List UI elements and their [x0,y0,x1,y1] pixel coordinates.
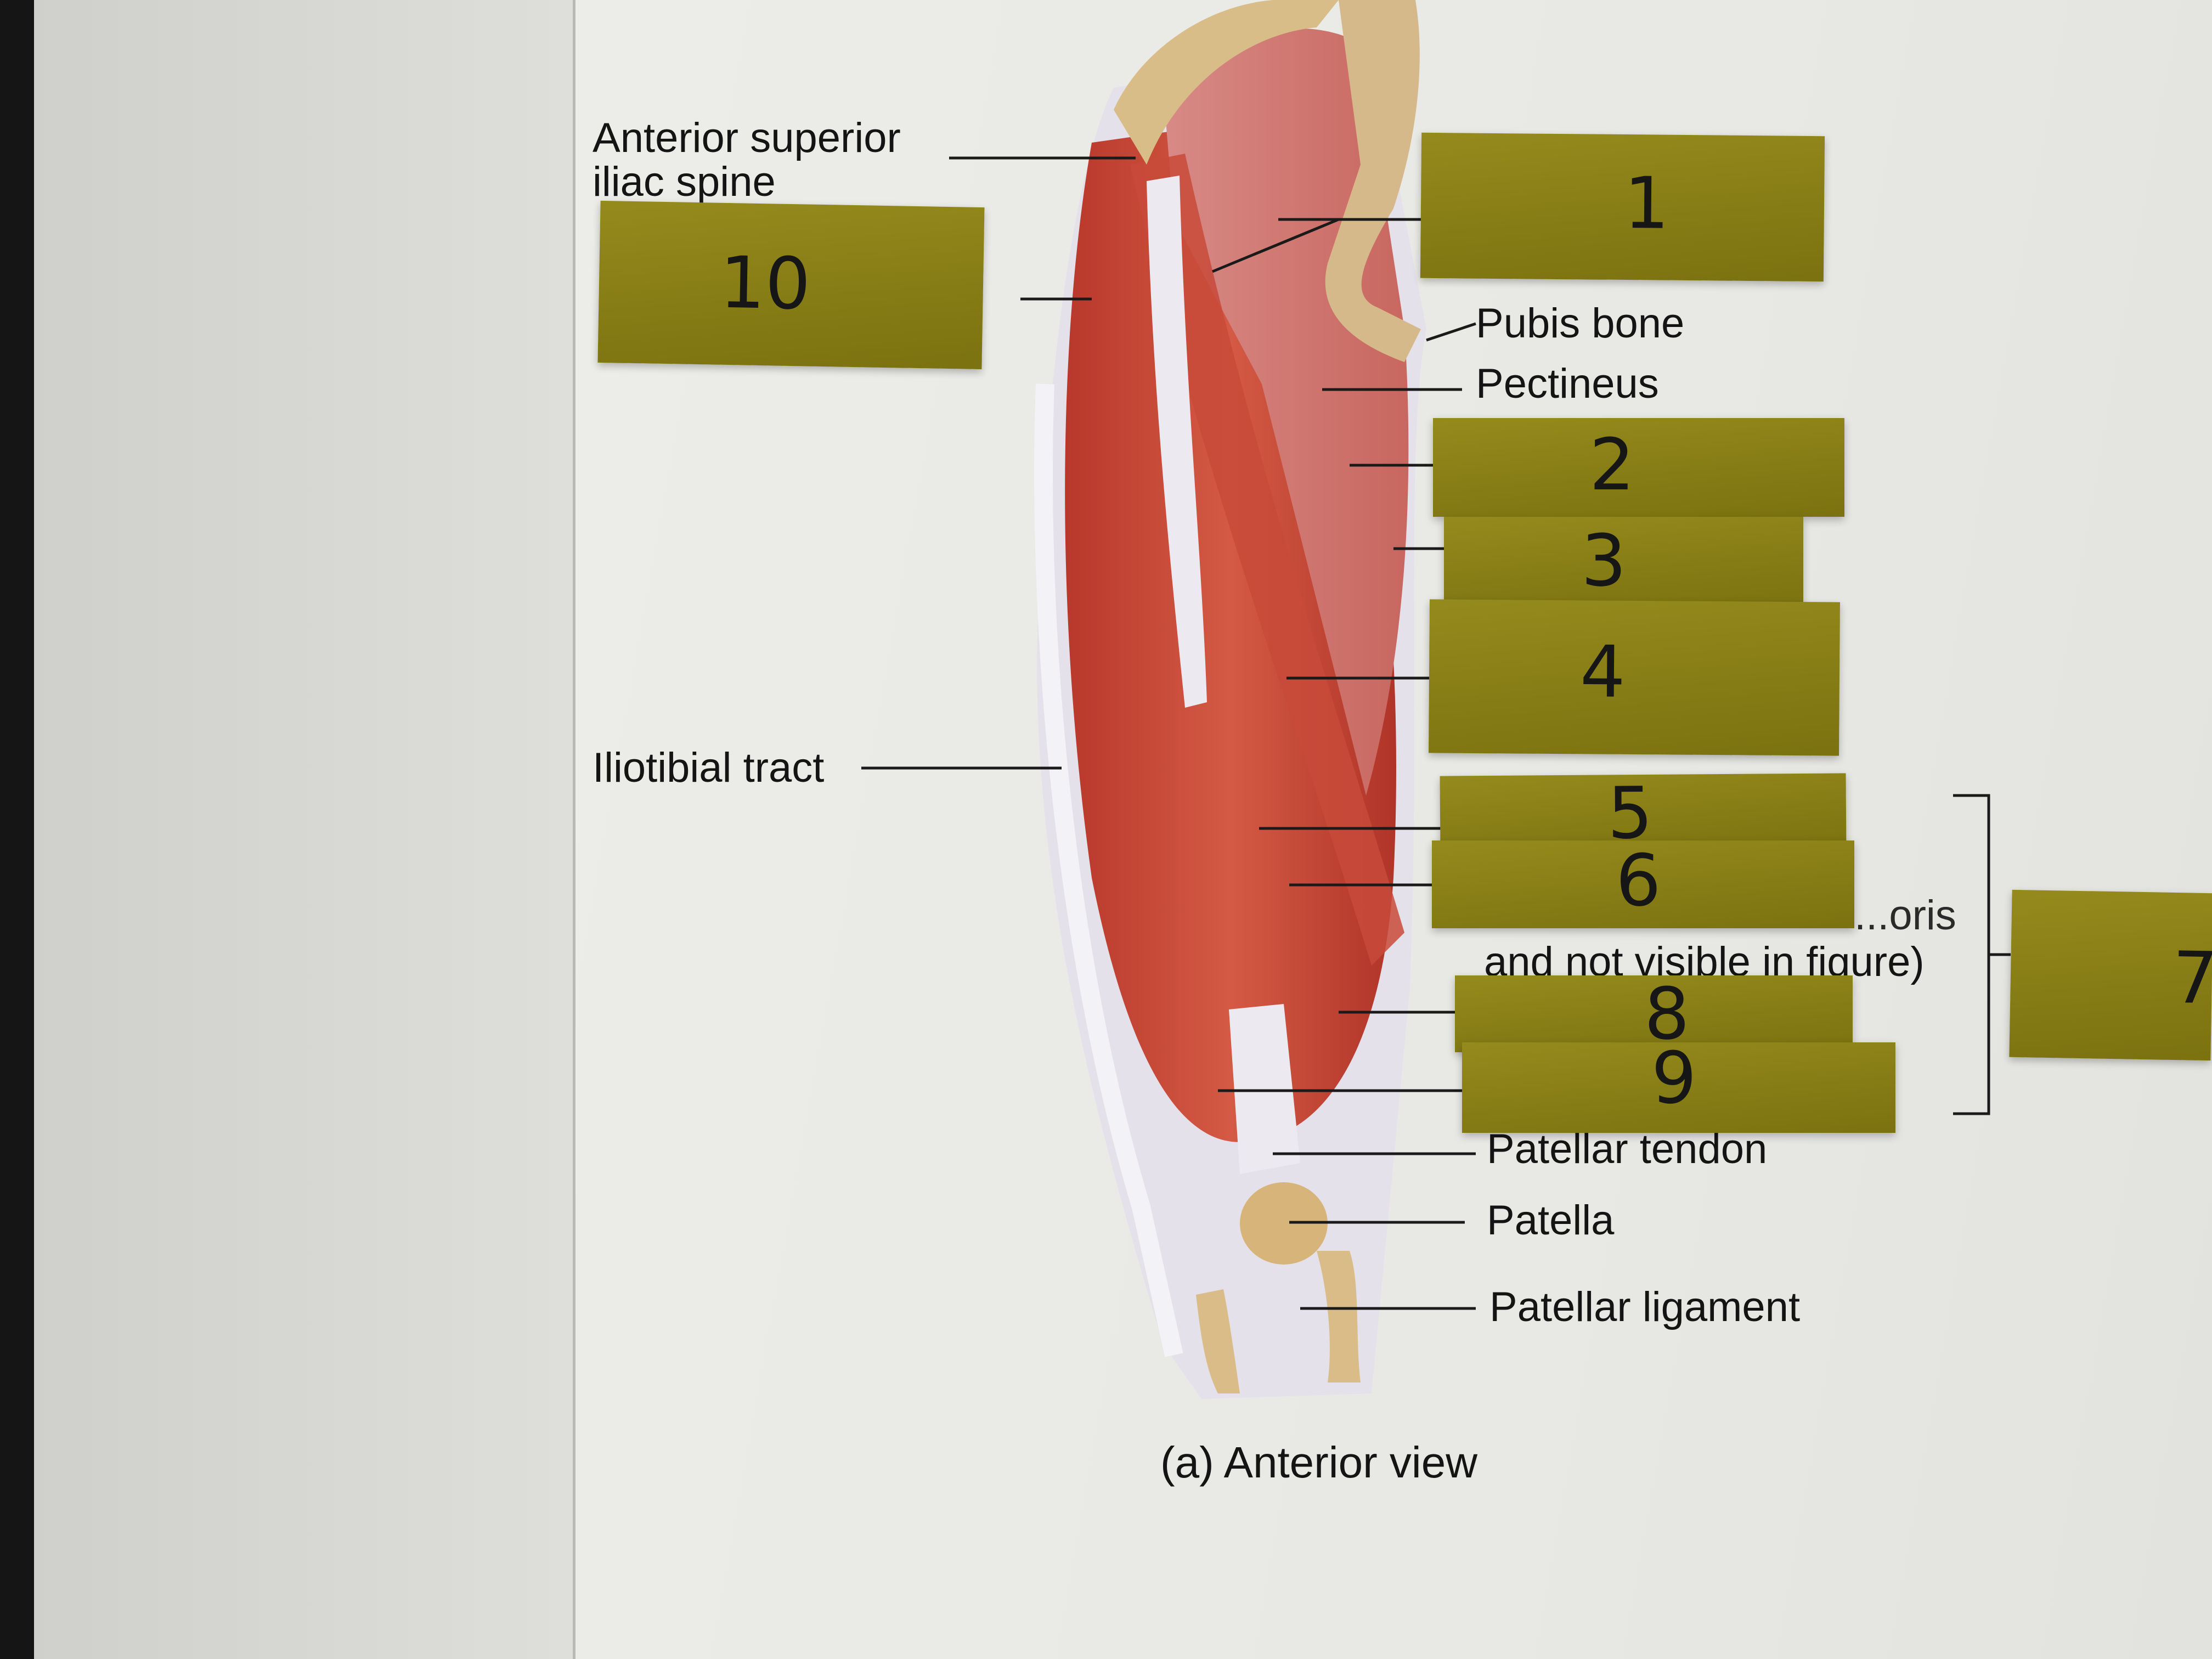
sticky-note-2[interactable]: 2 [1433,418,1844,517]
figure-caption: (a) Anterior view [1160,1438,1477,1487]
sticky-number-1: 1 [1623,161,1670,245]
sticky-number-4: 4 [1579,630,1626,714]
label-pectineus: Pectineus [1476,360,1659,407]
label-anterior-superior-iliac-spine: Anterior superior iliac spine [592,115,901,205]
tibia-bone [1317,1251,1361,1383]
leader-lines [861,156,2011,1310]
iliotibial-band [1034,383,1183,1357]
sticky-number-10: 10 [719,240,811,326]
sticky-number-7: 7 [2171,935,2212,1020]
sticky-note-7[interactable]: 7 [2009,889,2212,1061]
sticky-note-3[interactable]: 3 [1444,517,1803,607]
sticky-number-5: 5 [1607,771,1654,855]
sartorius [1130,154,1404,966]
pelvis-bone [1325,0,1421,362]
sticky-note-8[interactable]: 8 [1455,975,1853,1052]
label-pubis-bone: Pubis bone [1476,300,1685,347]
label-iliotibial-tract: Iliotibial tract [592,744,825,791]
quadriceps-tendon [1229,1004,1300,1174]
sticky-number-6: 6 [1616,839,1661,922]
iliac-crest [1114,0,1339,165]
label-patellar-tendon: Patellar tendon [1487,1126,1768,1172]
left-margin-panel [34,0,574,1659]
partial-note-line-1: ...oris [1854,892,1956,939]
label-patella: Patella [1487,1197,1615,1244]
screen-bezel [0,0,34,1659]
sticky-number-8: 8 [1644,972,1690,1056]
rectus-tendon [1147,176,1207,708]
label-patellar-ligament: Patellar ligament [1489,1284,1801,1330]
sticky-note-4[interactable]: 4 [1429,599,1840,756]
sticky-note-1[interactable]: 1 [1420,132,1825,282]
sticky-number-3: 3 [1581,519,1627,602]
sticky-note-9[interactable]: 9 [1462,1042,1895,1133]
sticky-note-10[interactable]: 10 [597,200,985,370]
page-divider [573,0,575,1659]
sticky-note-6[interactable]: 6 [1432,840,1854,928]
fibula-bone [1196,1289,1240,1393]
sticky-number-2: 2 [1589,423,1635,506]
sticky-number-9: 9 [1651,1036,1697,1120]
patella-bone [1240,1182,1328,1265]
